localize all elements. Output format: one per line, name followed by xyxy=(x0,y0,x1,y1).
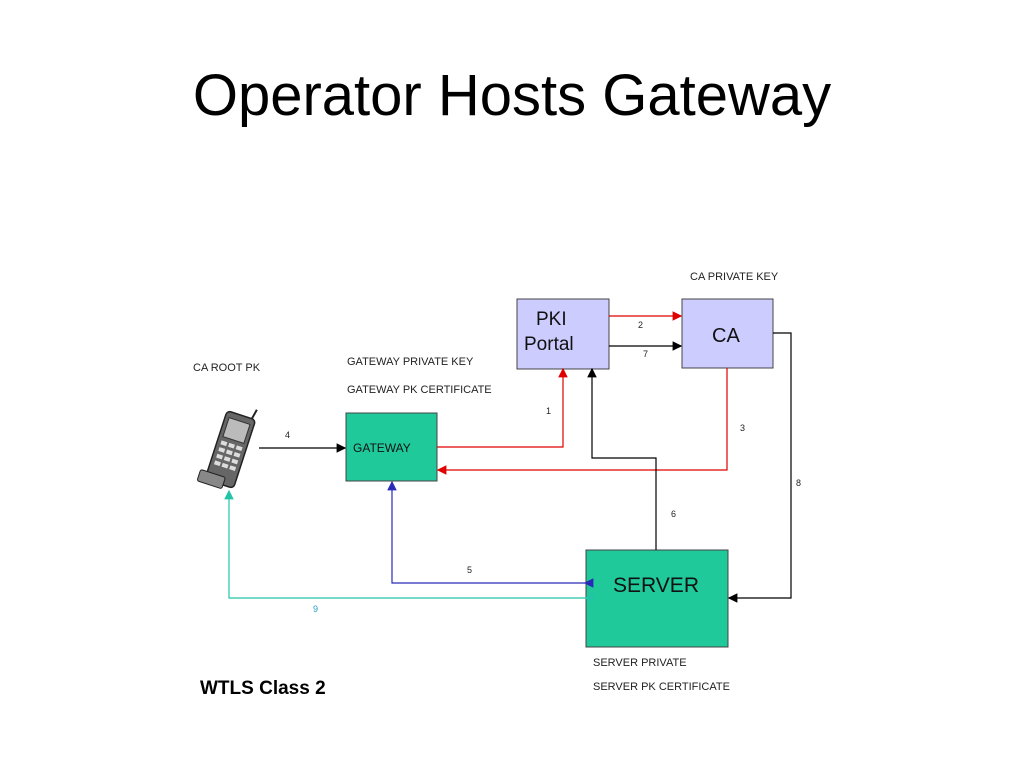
step-6-label: 6 xyxy=(671,509,676,519)
arrow-5 xyxy=(387,480,594,588)
pki-portal-node: PKI Portal xyxy=(516,298,610,370)
step-3-label: 3 xyxy=(740,423,745,433)
gateway-label: GATEWAY xyxy=(353,441,411,455)
server-pk-certificate-label: SERVER PK CERTIFICATE xyxy=(593,681,730,693)
arrow-8 xyxy=(727,332,792,603)
server-label: SERVER xyxy=(613,574,699,597)
arrow-9 xyxy=(224,489,594,603)
ca-label: CA xyxy=(712,325,740,347)
step-2-label: 2 xyxy=(638,320,643,330)
server-node: SERVER xyxy=(585,549,729,648)
step-8-label: 8 xyxy=(796,478,801,488)
step-1-label: 1 xyxy=(546,406,551,416)
pki-portal-label-1: PKI xyxy=(536,309,567,330)
diagram-caption: WTLS Class 2 xyxy=(200,678,326,699)
ca-root-pk-label: CA ROOT PK xyxy=(193,362,261,374)
ca-node: CA xyxy=(681,298,774,369)
arrow-6 xyxy=(587,367,657,550)
gateway-private-key-label: GATEWAY PRIVATE KEY xyxy=(347,356,474,368)
step-4-label: 4 xyxy=(285,430,290,440)
arrow-1 xyxy=(437,367,568,448)
step-7-label: 7 xyxy=(643,349,648,359)
gateway-pk-certificate-label: GATEWAY PK CERTIFICATE xyxy=(347,384,492,396)
pki-portal-label-2: Portal xyxy=(524,334,574,355)
step-5-label: 5 xyxy=(467,565,472,575)
server-private-label: SERVER PRIVATE xyxy=(593,657,687,669)
ca-private-key-label: CA PRIVATE KEY xyxy=(690,271,779,283)
slide-title: Operator Hosts Gateway xyxy=(192,63,832,128)
mobile-phone-icon xyxy=(197,409,258,489)
gateway-node: GATEWAY xyxy=(345,412,438,482)
arrow-3 xyxy=(436,368,728,475)
step-9-label: 9 xyxy=(313,604,318,614)
